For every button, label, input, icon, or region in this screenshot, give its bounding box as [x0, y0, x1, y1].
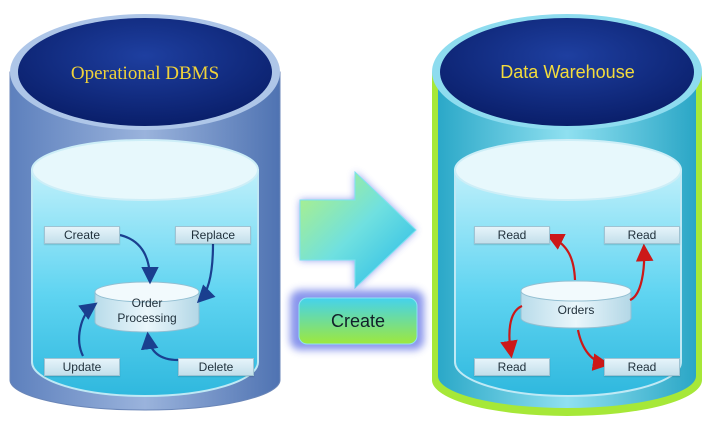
orders-disk	[520, 280, 632, 329]
transform-arrow	[299, 170, 417, 290]
arrow-orders-to-read-tl	[546, 234, 577, 281]
read-top-right-label: Read	[604, 226, 680, 244]
arrow-update-to-order	[78, 302, 98, 357]
order-processing-label: Order Processing	[117, 296, 177, 325]
data-warehouse-title: Data Warehouse	[500, 61, 635, 82]
create-button[interactable]: Create	[330, 310, 386, 331]
arrow-orders-to-read-tr	[629, 243, 654, 302]
delete-operation-label: Delete	[178, 358, 254, 376]
warehouse-read-arrows	[500, 234, 654, 371]
orders-label: Orders	[557, 303, 595, 317]
data-warehouse-cylinder	[432, 14, 702, 416]
create-operation-label: Create	[44, 226, 120, 244]
create-button-shape	[290, 290, 424, 350]
read-bottom-right-label: Read	[604, 358, 680, 376]
update-operation-label: Update	[44, 358, 120, 376]
read-bottom-left-label: Read	[474, 358, 550, 376]
arrow-delete-to-order	[140, 331, 179, 362]
operational-flow-arrows	[78, 233, 216, 362]
arrow-orders-to-read-br	[576, 329, 611, 371]
read-top-left-label: Read	[474, 226, 550, 244]
order-processing-disk	[94, 281, 200, 333]
arrow-create-to-order	[119, 233, 159, 285]
replace-operation-label: Replace	[175, 226, 251, 244]
arrow-orders-to-read-bl	[500, 304, 523, 359]
arrow-replace-to-order	[196, 243, 216, 304]
operational-dbms-title: Operational DBMS	[70, 63, 220, 84]
